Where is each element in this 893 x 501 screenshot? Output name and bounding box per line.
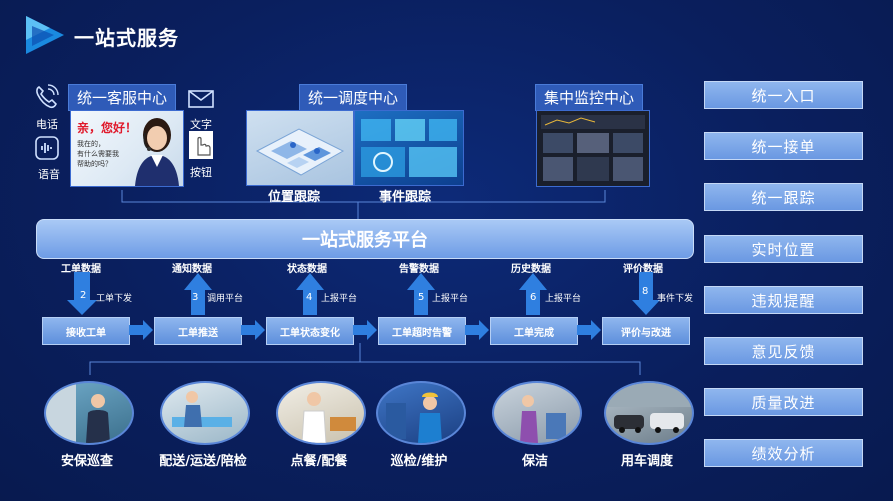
monitoring-wall-display <box>536 110 650 187</box>
right-arrow-5 <box>577 320 601 340</box>
right-arrow-4 <box>465 320 489 340</box>
up-arrow-step-3 <box>184 273 212 315</box>
process-push-order: 工单推送 <box>154 317 242 345</box>
service-cleaning-photo <box>492 381 582 445</box>
service-vehicle-label: 用车调度 <box>620 454 673 469</box>
service-platform-bar: 一站式服务平台 <box>36 219 694 259</box>
right-arrow-3 <box>353 320 377 340</box>
maintenance-worker-graphic <box>386 392 442 443</box>
service-cleaning-label: 保洁 <box>521 454 548 469</box>
hand-pointer-icon <box>189 131 213 159</box>
process-receive-order: 接收工单 <box>42 317 130 345</box>
right-arrow-2 <box>241 320 265 340</box>
greeting-line-1: 我在的， <box>77 140 105 148</box>
up-arrow-step-6 <box>519 273 547 315</box>
service-security-label: 安保巡查 <box>60 454 113 469</box>
delivery-bed-graphic <box>172 391 232 427</box>
greeting-line-2: 有什么需要我 <box>77 150 119 158</box>
agent-figure <box>135 118 179 186</box>
step-text-2: 工单下发 <box>96 294 133 304</box>
menu-quality-improvement[interactable]: 质量改进 <box>704 388 863 416</box>
step-number-3: 3 <box>192 292 199 303</box>
text-label: 文字 <box>190 118 212 131</box>
monitoring-screens-graphic <box>541 115 645 181</box>
down-arrow-step-8 <box>632 272 660 315</box>
step-text-3: 调用平台 <box>207 294 244 304</box>
menu-realtime-location[interactable]: 实时位置 <box>704 235 863 263</box>
process-evaluate-improve: 评价与改进 <box>602 317 690 345</box>
phone-label: 电话 <box>36 118 58 131</box>
button-label: 按钮 <box>190 166 212 179</box>
service-maintenance-label: 巡检/维护 <box>390 454 448 469</box>
service-meal-photo <box>276 381 366 445</box>
step-text-5: 上报平台 <box>432 294 469 304</box>
data-label-notification: 通知数据 <box>172 264 212 275</box>
step-text-6: 上报平台 <box>545 294 582 304</box>
meal-staff-graphic <box>301 392 356 443</box>
step-number-4: 4 <box>306 292 313 303</box>
step-text-8: 事件下发 <box>657 294 694 304</box>
logo-play-icon <box>26 16 64 54</box>
step-number-6: 6 <box>530 292 537 303</box>
location-tracking-map <box>246 110 354 186</box>
menu-unified-entry[interactable]: 统一入口 <box>704 81 863 109</box>
dashboard-panels-graphic <box>361 119 457 177</box>
service-maintenance-photo <box>376 381 466 445</box>
down-arrow-step-2 <box>67 272 97 315</box>
phone-icon <box>36 84 59 109</box>
menu-unified-order[interactable]: 统一接单 <box>704 132 863 160</box>
step-text-4: 上报平台 <box>321 294 358 304</box>
service-delivery-photo <box>160 381 250 445</box>
step-number-5: 5 <box>418 292 425 303</box>
data-label-history: 历史数据 <box>511 264 551 275</box>
menu-performance-analysis[interactable]: 绩效分析 <box>704 439 863 467</box>
security-guard-graphic <box>46 383 110 443</box>
service-security-photo <box>44 381 134 445</box>
event-tracking-dashboard <box>354 110 464 186</box>
isometric-floorplan-graphic <box>255 128 345 176</box>
service-vehicle-photo <box>604 381 694 445</box>
greeting-line-3: 帮助的吗？ <box>77 160 112 168</box>
event-tracking-caption: 事件跟踪 <box>379 190 432 205</box>
dispatch-center-title: 统一调度中心 <box>299 84 408 111</box>
voice-label: 语音 <box>38 168 60 181</box>
customer-service-photo: 亲，您好！ 我在的， 有什么需要我 帮助的吗？ <box>70 110 184 187</box>
step-number-2: 2 <box>80 290 87 301</box>
data-label-evaluation: 评价数据 <box>623 264 663 275</box>
process-order-complete: 工单完成 <box>490 317 578 345</box>
customer-service-center-title: 统一客服中心 <box>68 84 177 111</box>
voice-icon <box>35 136 59 160</box>
service-delivery-label: 配送/运送/陪检 <box>159 454 247 469</box>
cleaning-staff-graphic <box>520 395 566 443</box>
step-number-8: 8 <box>642 286 649 297</box>
up-arrow-step-4 <box>296 273 324 315</box>
data-label-work-order: 工单数据 <box>61 264 101 275</box>
greeting-hello: 亲，您好！ <box>77 121 138 135</box>
service-meal-label: 点餐/配餐 <box>290 454 348 469</box>
page-title: 一站式服务 <box>74 26 179 50</box>
process-status-change: 工单状态变化 <box>266 317 354 345</box>
data-label-alarm: 告警数据 <box>399 264 439 275</box>
up-arrow-step-5 <box>407 273 435 315</box>
mail-icon <box>188 90 214 108</box>
right-arrow-1 <box>129 320 153 340</box>
parked-cars-graphic <box>606 383 692 433</box>
data-label-status: 状态数据 <box>287 264 327 275</box>
menu-feedback[interactable]: 意见反馈 <box>704 337 863 365</box>
menu-unified-tracking[interactable]: 统一跟踪 <box>704 183 863 211</box>
location-tracking-caption: 位置跟踪 <box>268 190 321 205</box>
menu-violation-alert[interactable]: 违规提醒 <box>704 286 863 314</box>
